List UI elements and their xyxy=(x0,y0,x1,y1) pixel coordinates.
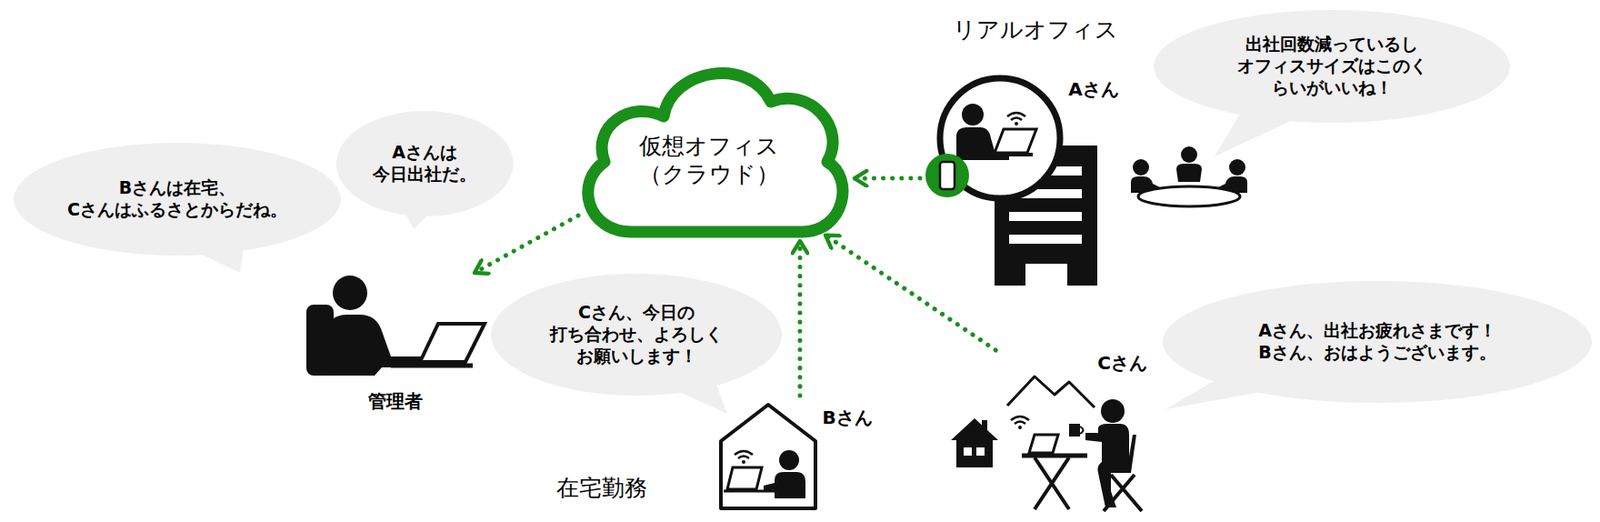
speech-bubble: Aさんは 今日出社だ。 xyxy=(336,110,514,217)
wifi-symbol xyxy=(1010,416,1030,424)
house-window xyxy=(976,447,985,456)
wifi-symbol xyxy=(1007,112,1026,120)
meeting-table xyxy=(1138,186,1240,207)
person-head xyxy=(1132,159,1150,176)
bubble-ellipse xyxy=(1153,10,1510,123)
manager-icon xyxy=(306,275,485,376)
table-legs xyxy=(1034,457,1070,510)
laptop-base xyxy=(985,152,1033,157)
speech-bubble: Aさん、出社お疲れさまです！ Bさん、おはようございます。 xyxy=(1162,280,1592,403)
chair-back xyxy=(1103,434,1137,473)
person-figure: Bさん xyxy=(713,395,891,514)
building-window xyxy=(1009,211,1082,221)
person-name: Aさん xyxy=(1066,78,1121,101)
speech-bubble: Bさんは在宅、 Cさんはふるさとからだね。 xyxy=(13,142,341,256)
building-door xyxy=(1025,263,1068,286)
house-outline xyxy=(720,404,816,509)
smartphone-icon xyxy=(925,153,970,198)
dotted-arrow xyxy=(797,240,802,396)
phone-circle xyxy=(925,153,970,198)
person-head xyxy=(1100,399,1125,423)
chair-legs xyxy=(1103,474,1142,511)
person-name: Bさん xyxy=(820,406,875,430)
laptop xyxy=(420,323,485,362)
wifi-dot xyxy=(741,460,746,464)
person-head xyxy=(961,103,984,126)
building-window xyxy=(1009,234,1082,244)
bubble-ellipse xyxy=(336,110,514,217)
person-figure: 管理者 xyxy=(300,272,491,419)
cup-handle xyxy=(1080,426,1084,434)
label-holder: 在宅勤務 xyxy=(556,472,648,503)
person-head xyxy=(332,275,368,310)
person-body xyxy=(1085,423,1130,508)
countryside-worker-icon xyxy=(950,376,1142,511)
person-head xyxy=(779,450,800,470)
wifi-dot xyxy=(1018,425,1022,430)
speech-text: Bさんは在宅、 Cさんはふるさとからだね。 xyxy=(65,177,290,221)
laptop xyxy=(994,129,1037,153)
person-figure: Aさん xyxy=(920,72,1123,291)
dotted-arrow xyxy=(474,215,579,273)
person-head xyxy=(1180,146,1198,163)
cloud-label: 仮想オフィス （クラウド） xyxy=(637,131,782,190)
person-figure: Cさん xyxy=(945,350,1155,514)
speech-bubble: Cさん、今日の 打ち合わせ、よろしく お願いします！ xyxy=(490,273,782,396)
wifi-symbol xyxy=(734,450,753,459)
small-house xyxy=(950,418,999,468)
person-body xyxy=(763,471,806,499)
speech-bubble: 出社回数減っているし オフィスサイズはこのく らいがいいね！ xyxy=(1153,10,1510,123)
laptop-base xyxy=(390,363,473,369)
speech-text: Aさん、出社お疲れさまです！ Bさん、おはようございます。 xyxy=(1256,320,1499,364)
cloud-shape: 仮想オフィス （クラウド） xyxy=(563,45,855,241)
mountains xyxy=(1007,376,1095,408)
meeting-icon xyxy=(1130,146,1248,207)
person-name: 管理者 xyxy=(366,390,425,413)
speech-text: Aさんは 今日出社だ。 xyxy=(370,141,479,186)
bubble-ellipse xyxy=(1162,280,1592,403)
table-top xyxy=(1021,453,1088,459)
bubble-ellipse xyxy=(490,273,782,396)
phone xyxy=(940,161,955,190)
dotted-arrow xyxy=(825,235,996,350)
area-label: 在宅勤務 xyxy=(556,472,648,503)
speech-text: Cさん、今日の 打ち合わせ、よろしく お願いします！ xyxy=(548,301,726,367)
cloud-path xyxy=(588,73,843,232)
laptop xyxy=(727,467,762,490)
house-window xyxy=(963,447,972,456)
area-label: リアルオフィス xyxy=(952,14,1119,45)
laptop xyxy=(1029,434,1059,453)
speech-text: 出社回数減っているし オフィスサイズはこのく らいがいいね！ xyxy=(1234,33,1430,99)
label-holder: リアルオフィス xyxy=(952,14,1119,45)
home-worker-icon xyxy=(720,404,816,509)
bubble-ellipse xyxy=(13,142,341,256)
person-body xyxy=(1176,163,1202,182)
cup xyxy=(1069,423,1080,437)
chimney xyxy=(981,420,988,431)
dotted-arrow xyxy=(854,175,920,180)
wifi-dot xyxy=(1014,121,1019,126)
person-head xyxy=(1229,159,1246,176)
person-name: Cさん xyxy=(1095,351,1150,375)
